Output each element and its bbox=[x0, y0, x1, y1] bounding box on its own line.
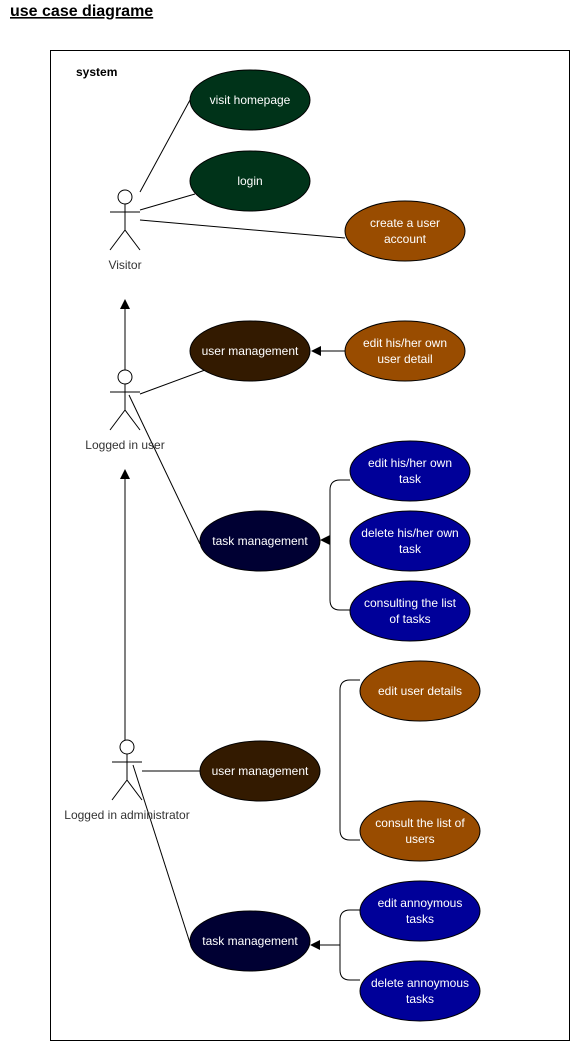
associations bbox=[120, 99, 360, 981]
use-case-ellipse bbox=[189, 320, 311, 382]
use-case-label: task bbox=[399, 542, 422, 556]
use-case-ellipse bbox=[199, 740, 321, 802]
use-case-label: delete annoymous bbox=[371, 976, 469, 990]
use-case-label: task management bbox=[202, 934, 298, 948]
actor-label-logged-user: Logged in user bbox=[85, 438, 164, 452]
use-case-delete-anon-tasks: delete annoymous tasks bbox=[359, 960, 481, 1022]
actor-logged-user: Logged in user bbox=[85, 369, 165, 452]
use-case-ellipse bbox=[359, 880, 481, 942]
use-case-delete-own-task: delete his/her own task bbox=[349, 510, 471, 572]
use-case-ellipse bbox=[189, 910, 311, 972]
use-case-ellipse bbox=[359, 800, 481, 862]
use-case-label: edit annoymous bbox=[378, 896, 463, 910]
use-case-login: login bbox=[189, 150, 311, 212]
use-case-label: consulting the list bbox=[364, 596, 457, 610]
use-case-task-mgmt-admin: task management bbox=[189, 910, 311, 972]
use-case-label: account bbox=[384, 232, 427, 246]
use-case-ellipse bbox=[359, 960, 481, 1022]
use-case-label: users bbox=[405, 832, 434, 846]
actor-label-visitor: Visitor bbox=[108, 258, 141, 272]
use-case-ellipse bbox=[344, 320, 466, 382]
actor-visitor: Visitor bbox=[108, 189, 142, 272]
system-label: system bbox=[76, 65, 117, 79]
use-case-task-mgmt-user: task management bbox=[199, 510, 321, 572]
use-case-label: user management bbox=[212, 764, 309, 778]
use-case-edit-own-task: edit his/her own task bbox=[349, 440, 471, 502]
use-case-label: of tasks bbox=[389, 612, 430, 626]
diagram-title: use case diagrame bbox=[10, 3, 153, 20]
use-case-label: edit user details bbox=[378, 684, 462, 698]
use-case-label: tasks bbox=[406, 912, 434, 926]
use-case-label: create a user bbox=[370, 216, 440, 230]
use-case-label: user detail bbox=[377, 352, 432, 366]
use-case-consult-tasks: consulting the list of tasks bbox=[349, 580, 471, 642]
use-case-label: consult the list of bbox=[375, 816, 465, 830]
use-case-label: task management bbox=[212, 534, 308, 548]
use-case-label: visit homepage bbox=[210, 93, 291, 107]
use-case-edit-user-details: edit user details bbox=[359, 660, 481, 722]
use-case-ellipse bbox=[199, 510, 321, 572]
use-case-user-mgmt-admin: user management bbox=[199, 740, 321, 802]
use-case-create-account: create a user account bbox=[344, 200, 466, 262]
use-case-consult-users: consult the list of users bbox=[359, 800, 481, 862]
use-case-ellipse bbox=[359, 660, 481, 722]
use-case-ellipse bbox=[349, 510, 471, 572]
use-case-user-mgmt-user: user management bbox=[189, 320, 311, 382]
use-case-label: tasks bbox=[406, 992, 434, 1006]
use-case-ellipse bbox=[349, 580, 471, 642]
use-case-label: task bbox=[399, 472, 422, 486]
use-case-label: edit his/her own bbox=[363, 336, 447, 350]
use-case-label: delete his/her own bbox=[361, 526, 458, 540]
use-case-ellipse bbox=[189, 69, 311, 131]
actor-admin: Logged in administrator bbox=[64, 739, 190, 822]
use-case-ellipse bbox=[189, 150, 311, 212]
use-case-visit-homepage: visit homepage bbox=[189, 69, 311, 131]
use-case-ellipse bbox=[349, 440, 471, 502]
use-case-edit-anon-tasks: edit annoymous tasks bbox=[359, 880, 481, 942]
use-case-label: user management bbox=[202, 344, 299, 358]
use-case-label: login bbox=[237, 174, 262, 188]
use-case-edit-own-detail: edit his/her own user detail bbox=[344, 320, 466, 382]
use-case-ellipse bbox=[344, 200, 466, 262]
actor-label-admin: Logged in administrator bbox=[64, 808, 189, 822]
use-case-label: edit his/her own bbox=[368, 456, 452, 470]
